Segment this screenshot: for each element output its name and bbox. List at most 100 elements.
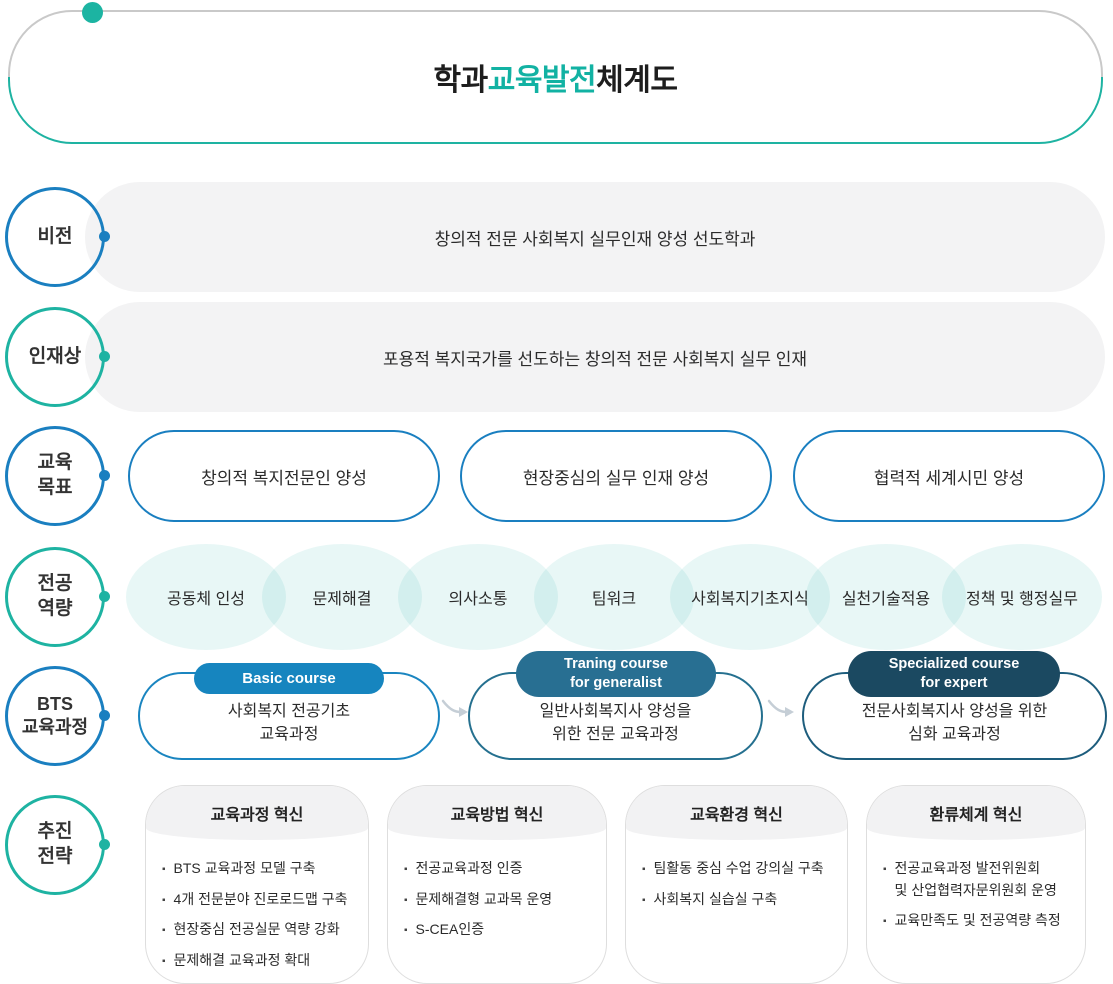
curriculum-dot-icon [99, 710, 110, 721]
bullet-square-icon: ▪ [404, 864, 408, 875]
bullet-item: ▪ 문제해결 교육과정 확대 [162, 950, 355, 972]
talent-text: 포용적 복지국가를 선도하는 창의적 전문 사회복지 실무 인재 [382, 349, 808, 369]
competency-bubble: 실천기술적용 [806, 544, 966, 650]
goal-pill-text: 협력적 세계시민 양성 [873, 468, 1025, 488]
row-circle-curriculum: BTS 교육과정 [5, 666, 105, 766]
course-badge-text: Specialized course for expert [888, 656, 1020, 691]
vision-text: 창의적 전문 사회복지 실무인재 양성 선도학과 [434, 229, 756, 249]
vision-bar: 창의적 전문 사회복지 실무인재 양성 선도학과 [85, 182, 1105, 292]
course-badge-training: Traning course for generalist [516, 651, 716, 697]
page-title: 학과 교육발전 체계도 [8, 10, 1103, 144]
strategy-label: 추진 전략 [37, 821, 73, 867]
goal-pill: 현장중심의 실무 인재 양성 [460, 430, 772, 522]
bullet-text: S-CEA인증 [415, 921, 485, 938]
title-frame: 학과 교육발전 체계도 [8, 10, 1103, 144]
course-badge-text: Traning course for generalist [564, 656, 668, 691]
bullet-item: ▪ 팀활동 중심 수업 강의실 구축 [642, 858, 834, 880]
course-badge-specialized: Specialized course for expert [848, 651, 1060, 697]
flow-arrow-icon [441, 699, 468, 717]
bullet-square-icon: ▪ [404, 925, 408, 937]
curriculum-label: BTS 교육과정 [21, 693, 89, 737]
card-header: 교육방법 혁신 [388, 786, 606, 840]
vision-dot-icon [99, 231, 110, 242]
competency-text: 사회복지기초지식 [691, 591, 809, 608]
talent-dot-icon [99, 351, 110, 362]
bullet-text: 문제해결형 교과목 운영 [415, 890, 553, 907]
row-circle-strategy: 추진 전략 [5, 795, 105, 895]
course-box-training: 일반사회복지사 양성을 위한 전문 교육과정 [468, 672, 763, 760]
bullet-text: 4개 전문분야 진로로드맵 구축 [173, 890, 348, 907]
goal-pill-text: 현장중심의 실무 인재 양성 [522, 468, 710, 488]
course-badge-basic: Basic course [194, 663, 384, 694]
competency-bubble: 공동체 인성 [126, 544, 286, 650]
bullet-text: 현장중심 전공실문 역량 강화 [173, 921, 340, 938]
competency-text: 정책 및 행정실무 [966, 591, 1078, 608]
competency-bubble: 정책 및 행정실무 [942, 544, 1102, 650]
competency-text: 의사소통 [448, 591, 508, 608]
bullet-item: ▪사회복지 실습실 구축 [642, 889, 834, 911]
competency-bubble: 문제해결 [262, 544, 422, 650]
bullet-text: 팀활동 중심 수업 강의실 구축 [653, 860, 824, 876]
course-text: 전문사회복지사 양성을 위한 심화 교육과정 [861, 702, 1048, 743]
competency-text: 팀워크 [591, 591, 637, 608]
bullet-text: 문제해결 교육과정 확대 [173, 952, 311, 969]
course-text: 일반사회복지사 양성을 위한 전문 교육과정 [539, 702, 692, 743]
bullet-text: 전공교육과정 발전위원회 및 산업협력자문위원회 운영 [894, 860, 1057, 898]
bullet-square-icon: ▪ [404, 894, 408, 906]
goals-label: 교육 목표 [37, 452, 73, 498]
goal-pill-text: 창의적 복지전문인 양성 [201, 468, 367, 488]
flow-arrow-icon [767, 699, 794, 717]
talent-label: 인재상 [28, 345, 82, 367]
bullet-item: ▪ 교육만족도 및 전공역량 측정 [883, 910, 1072, 932]
bullet-text: 교육만족도 및 전공역량 측정 [894, 912, 1061, 929]
competency-bubble: 사회복지기초지식 [670, 544, 830, 650]
competency-bubble: 의사소통 [398, 544, 558, 650]
competency-text: 문제해결 [312, 591, 372, 608]
bullet-square-icon: ▪ [162, 894, 166, 906]
row-circle-goals: 교육 목표 [5, 426, 105, 526]
strategy-card-method: 교육방법 혁신 ▪전공교육과정 인증 ▪ 문제해결형 교과목 운영 ▪ S-CEA인… [387, 785, 607, 984]
card-bullet-list: ▪ BTS 교육과정 모델 구축 ▪ 4개 전문분야 진로로드맵 구축 ▪ 현장중심 … [146, 840, 368, 972]
competency-text: 공동체 인성 [166, 591, 246, 608]
bullet-item: ▪ 전공교육과정 발전위원회 및 산업협력자문위원회 운영 [883, 858, 1072, 901]
vision-label: 비전 [37, 225, 73, 247]
bullet-item: ▪ S-CEA인증 [404, 919, 593, 941]
bullet-item: ▪ 현장중심 전공실문 역량 강화 [162, 919, 355, 941]
course-text: 사회복지 전공기초 교육과정 [227, 702, 351, 743]
course-badge-text: Basic course [242, 670, 336, 687]
bullet-square-icon: ▪ [162, 864, 166, 875]
row-circle-competencies: 전공 역량 [5, 547, 105, 647]
competency-bubble: 팀워크 [534, 544, 694, 650]
row-circle-vision: 비전 [5, 187, 105, 287]
bullet-square-icon: ▪ [883, 864, 887, 875]
page-title-accent: 교육발전 [487, 64, 597, 97]
bullet-square-icon: ▪ [162, 956, 166, 968]
bullet-square-icon: ▪ [642, 864, 646, 875]
card-header: 교육과정 혁신 [146, 786, 368, 840]
strategy-dot-icon [99, 839, 110, 850]
card-bullet-list: ▪ 팀활동 중심 수업 강의실 구축 ▪사회복지 실습실 구축 [626, 840, 847, 910]
card-header: 교육환경 혁신 [626, 786, 847, 840]
bullet-item: ▪ 4개 전문분야 진로로드맵 구축 [162, 889, 355, 911]
card-header: 환류체계 혁신 [867, 786, 1085, 840]
row-circle-talent: 인재상 [5, 307, 105, 407]
card-bullet-list: ▪전공교육과정 인증 ▪ 문제해결형 교과목 운영 ▪ S-CEA인증 [388, 840, 606, 941]
page-title-part1: 학과 [433, 64, 489, 97]
bullet-item: ▪ 문제해결형 교과목 운영 [404, 889, 593, 911]
talent-bar: 포용적 복지국가를 선도하는 창의적 전문 사회복지 실무 인재 [85, 302, 1105, 412]
competencies-dot-icon [99, 591, 110, 602]
teal-dot-icon [82, 2, 103, 23]
bullet-square-icon: ▪ [642, 894, 646, 906]
bullet-text: BTS 교육과정 모델 구축 [173, 860, 316, 876]
competencies-label: 전공 역량 [37, 573, 73, 619]
bullet-square-icon: ▪ [162, 925, 166, 937]
goal-pill: 협력적 세계시민 양성 [793, 430, 1105, 522]
strategy-card-feedback: 환류체계 혁신 ▪ 전공교육과정 발전위원회 및 산업협력자문위원회 운영 ▪ 교육… [866, 785, 1086, 984]
strategy-card-environment: 교육환경 혁신 ▪ 팀활동 중심 수업 강의실 구축 ▪사회복지 실습실 구축 [625, 785, 848, 984]
goals-dot-icon [99, 470, 110, 481]
bullet-item: ▪전공교육과정 인증 [404, 858, 593, 880]
bullet-square-icon: ▪ [883, 916, 887, 928]
card-bullet-list: ▪ 전공교육과정 발전위원회 및 산업협력자문위원회 운영 ▪ 교육만족도 및 전공… [867, 840, 1085, 932]
page-title-part2: 체계도 [596, 64, 678, 97]
